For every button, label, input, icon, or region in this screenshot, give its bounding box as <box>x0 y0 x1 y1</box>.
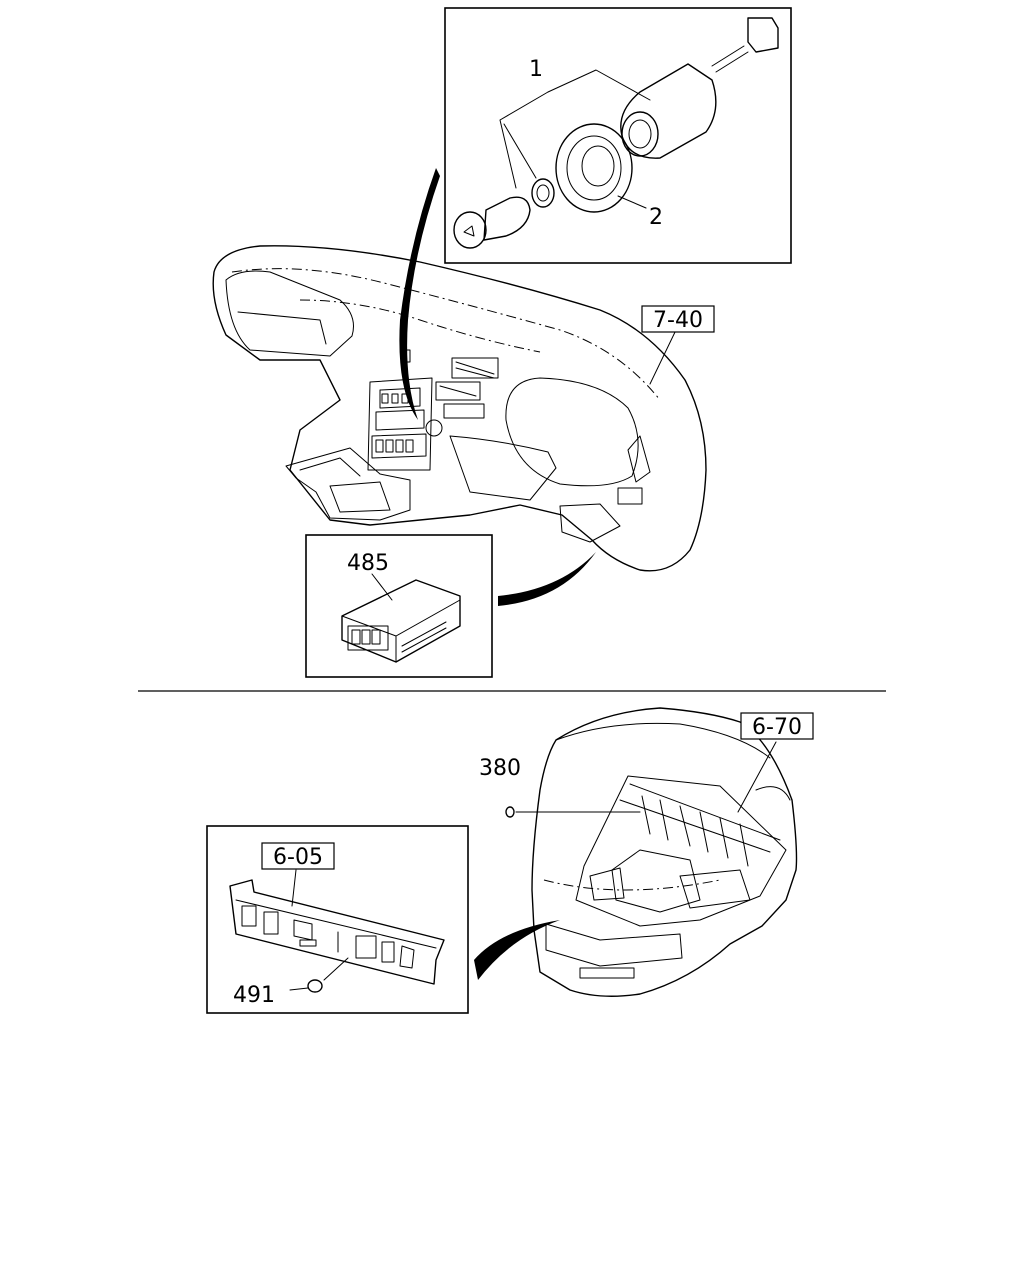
ref-box-6-70 <box>740 712 814 740</box>
callout-part-485: 485 <box>347 551 389 576</box>
front-panel-inset <box>206 825 469 1014</box>
part-380-grommet <box>505 806 515 818</box>
callout-part-2: 2 <box>649 205 663 230</box>
callout-part-380: 380 <box>479 756 521 781</box>
callout-ref-7-40: 7-40 <box>653 308 703 333</box>
cab-illustration <box>531 707 798 997</box>
ref-box-6-05 <box>261 842 335 870</box>
dashboard-illustration <box>212 245 707 572</box>
callout-part-491: 491 <box>233 983 275 1008</box>
leader-line-6-70 <box>737 741 777 813</box>
callout-ref-6-05: 6-05 <box>273 845 323 870</box>
module-485-inset <box>305 534 493 678</box>
lighter-detail-inset <box>444 7 792 264</box>
leader-swoosh-485 <box>498 552 596 606</box>
leader-swoosh-6-05 <box>474 920 560 980</box>
callout-part-1: 1 <box>529 57 543 82</box>
leader-swoosh-lighter <box>399 168 440 420</box>
leader-line-7-40 <box>649 329 677 385</box>
ref-box-7-40 <box>641 305 715 333</box>
callout-ref-6-70: 6-70 <box>752 715 802 740</box>
